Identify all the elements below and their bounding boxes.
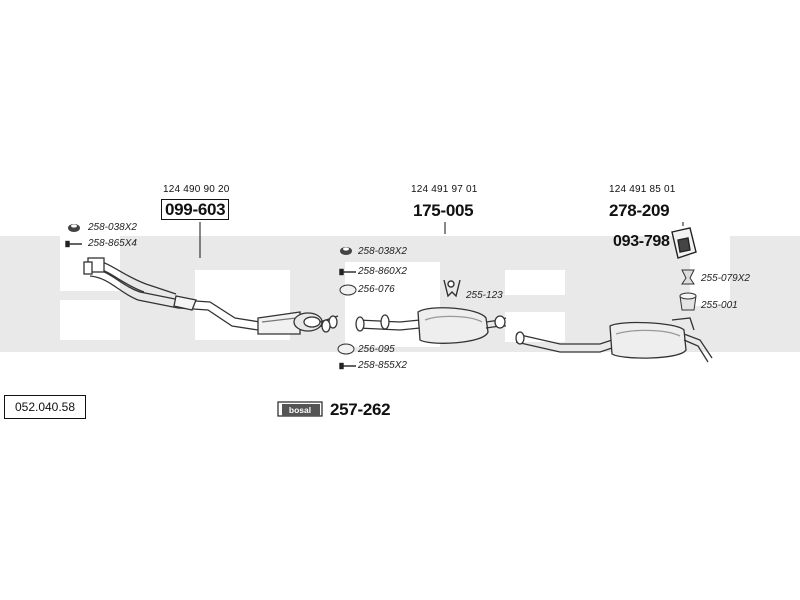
rubber-mount-icon <box>681 269 695 285</box>
rear-muffler-part-number[interactable]: 278-209 <box>609 201 670 220</box>
front-fitting-label: 258-865X4 <box>88 238 137 249</box>
center-fitting-label: 258-855X2 <box>358 360 407 371</box>
center-bolt-icon-2 <box>339 362 356 370</box>
mounting-kit-brand: bosal <box>289 405 311 415</box>
center-fitting-label: 258-860X2 <box>358 266 407 277</box>
front-bolt-icon <box>65 240 82 248</box>
front-pipe <box>83 257 339 335</box>
front-pipe-part-number[interactable]: 099-603 <box>161 199 230 220</box>
center-muffler <box>355 307 507 344</box>
front-pipe-oe-number: 124 490 90 20 <box>163 184 230 195</box>
center-fitting-label: 258-038X2 <box>358 246 407 257</box>
center-muffler-oe-number: 124 491 97 01 <box>411 184 478 195</box>
center-bolt-icon <box>339 268 356 276</box>
clamp-icon <box>337 343 355 355</box>
center-gasket-icon <box>340 247 352 255</box>
rear-ring-icon <box>679 292 697 311</box>
rear-muffler <box>515 317 713 363</box>
rear-fitting-label: 255-001 <box>701 300 738 311</box>
catalog-number: 052.040.58 <box>4 395 86 419</box>
bracket-icon <box>671 227 697 259</box>
hanger-icon <box>443 279 461 298</box>
front-fitting-label: 258-038X2 <box>88 222 137 233</box>
center-muffler-part-number[interactable]: 175-005 <box>413 201 474 220</box>
center-fitting-label: 256-076 <box>358 284 395 295</box>
hanger-label: 255-123 <box>466 290 503 301</box>
mounting-kit-part-number[interactable]: 257-262 <box>330 400 391 419</box>
rear-fitting-label: 255-079X2 <box>701 273 750 284</box>
rear-muffler-oe-number: 124 491 85 01 <box>609 184 676 195</box>
bosal-watermark <box>0 236 800 352</box>
mounting-kit-icon: bosal <box>277 401 323 417</box>
front-gasket-icon <box>68 224 80 232</box>
center-ring-icon <box>339 284 357 296</box>
center-fitting-label: 256-095 <box>358 344 395 355</box>
bracket-part-number[interactable]: 093-798 <box>613 233 670 250</box>
